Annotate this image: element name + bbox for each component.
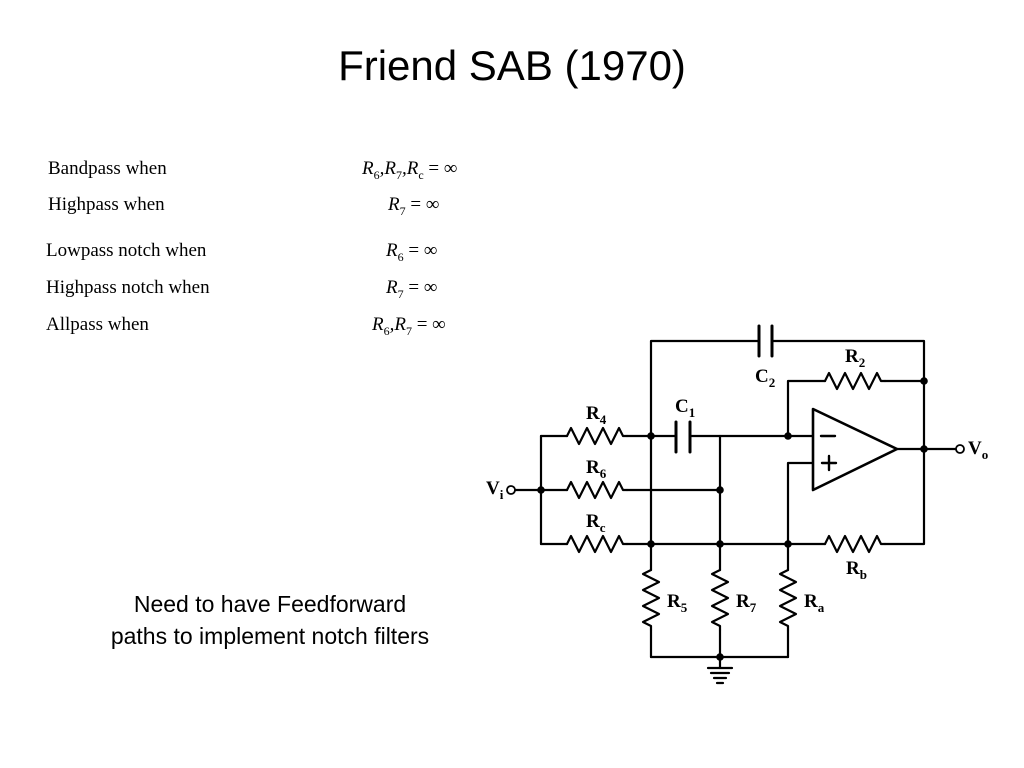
junction-dot [784,432,792,440]
vi-terminal-icon [506,485,516,495]
condition-value: R6 = ∞ [386,240,438,264]
capacitor-c1-symbol [674,420,692,454]
junction-dot [784,540,792,548]
label-vo: Vo [968,438,988,462]
resistor-rc-symbol [565,534,629,554]
condition-label: Allpass when [46,314,149,335]
resistor-r5-symbol [641,568,661,632]
resistor-r2-symbol [823,371,887,391]
resistor-ra-symbol [778,568,798,632]
label-c1: C1 [675,396,695,420]
feedforward-note: Need to have Feedforward paths to implem… [60,588,480,652]
note-line-2: paths to implement notch filters [110,623,430,649]
slide-title: Friend SAB (1970) [338,42,686,89]
wire-plus-input [786,461,815,546]
label-rb: Rb [846,558,867,582]
condition-label: Highpass notch when [46,277,210,298]
label-r7: R7 [736,591,757,615]
wire-rb-path [883,447,926,546]
wire-r2-path [786,379,926,451]
junction-dot [716,653,724,661]
op-amp-symbol [811,407,899,492]
resistor-r6-symbol [565,480,629,500]
label-rc: Rc [586,511,606,535]
ground-icon [706,666,734,685]
resistor-r4-symbol [565,426,629,446]
label-r6: R6 [586,457,607,481]
label-vi: Vi [486,478,504,502]
label-r5: R5 [667,591,688,615]
condition-label: Highpass when [48,194,165,215]
junction-dot [716,486,724,494]
label-c2: C2 [755,366,775,390]
junction-dot [647,540,655,548]
capacitor-c2-symbol [757,324,774,358]
circuit-schematic: C2 R2 C1 R4 R6 Rc Rb R5 R7 Ra Vi Vo − + [486,324,988,685]
junction-dot [647,432,655,440]
label-ra: Ra [804,591,825,615]
wire-input-bus [513,434,543,546]
junction-dot [920,445,928,453]
label-r2: R2 [845,346,865,370]
condition-value: R7 = ∞ [386,277,438,301]
wire-c2-loop [649,339,926,438]
filter-conditions-table: Bandpass when R6,R7,Rc = ∞ Highpass when… [0,0,540,360]
note-line-1: Need to have Feedforward [133,591,407,617]
condition-value: R6,R7,Rc = ∞ [362,158,458,182]
junction-dot [537,486,545,494]
junction-dots [537,377,928,661]
vo-terminal-icon [955,444,965,454]
condition-value: R7 = ∞ [388,194,440,218]
junction-dot [716,540,724,548]
plus-sign-icon [820,454,838,472]
junction-dot [920,377,928,385]
condition-label: Bandpass when [48,158,167,179]
label-r4: R4 [586,403,607,427]
condition-label: Lowpass notch when [46,240,207,261]
resistor-rb-symbol [823,534,887,554]
condition-value: R6,R7 = ∞ [372,314,446,338]
friend-sab-circuit: C2 R2 C1 R4 R6 Rc Rb R5 R7 Ra Vi Vo − + [480,310,1024,700]
resistor-r7-symbol [710,568,730,632]
